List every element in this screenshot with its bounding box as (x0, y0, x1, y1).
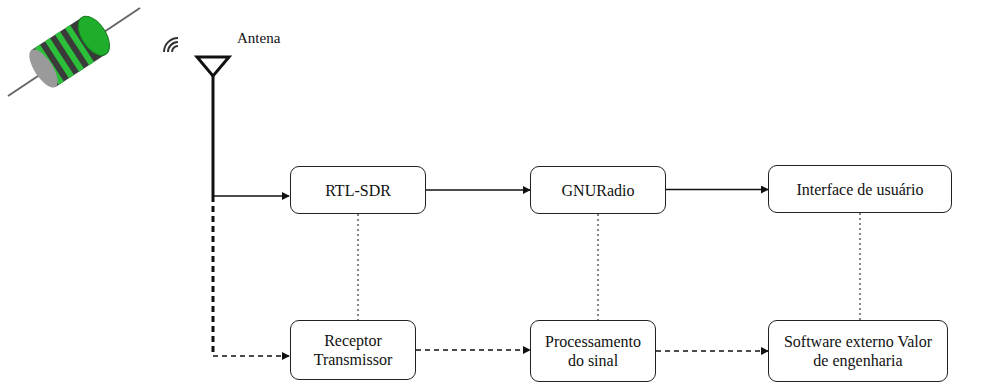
box-text: Receptor Transmissor (299, 331, 407, 369)
flow-arrow (416, 349, 530, 351)
dotted-link (598, 214, 599, 320)
antenna-label: Antena (237, 30, 280, 47)
flow-arrow (666, 189, 768, 191)
box-text: Interface de usuário (796, 180, 923, 199)
antenna-symbol (197, 57, 289, 356)
flow-arrow (426, 189, 530, 191)
box-text: Processamento do sinal (539, 332, 647, 370)
box-text: Software externo Valor de engenharia (777, 332, 939, 370)
function-box: Receptor Transmissor (290, 320, 416, 380)
process-box: Interface de usuário (768, 165, 952, 213)
process-box: GNURadio (530, 166, 666, 214)
process-box: RTL-SDR (290, 166, 426, 214)
box-text: GNURadio (562, 181, 635, 200)
flow-arrow (656, 350, 768, 352)
function-box: Processamento do sinal (530, 320, 656, 382)
box-text: RTL-SDR (325, 181, 391, 200)
dotted-link (358, 214, 359, 320)
satellite-icon (8, 8, 140, 96)
signal-waves (164, 38, 178, 52)
dotted-link (860, 213, 861, 320)
function-box: Software externo Valor de engenharia (768, 320, 948, 382)
